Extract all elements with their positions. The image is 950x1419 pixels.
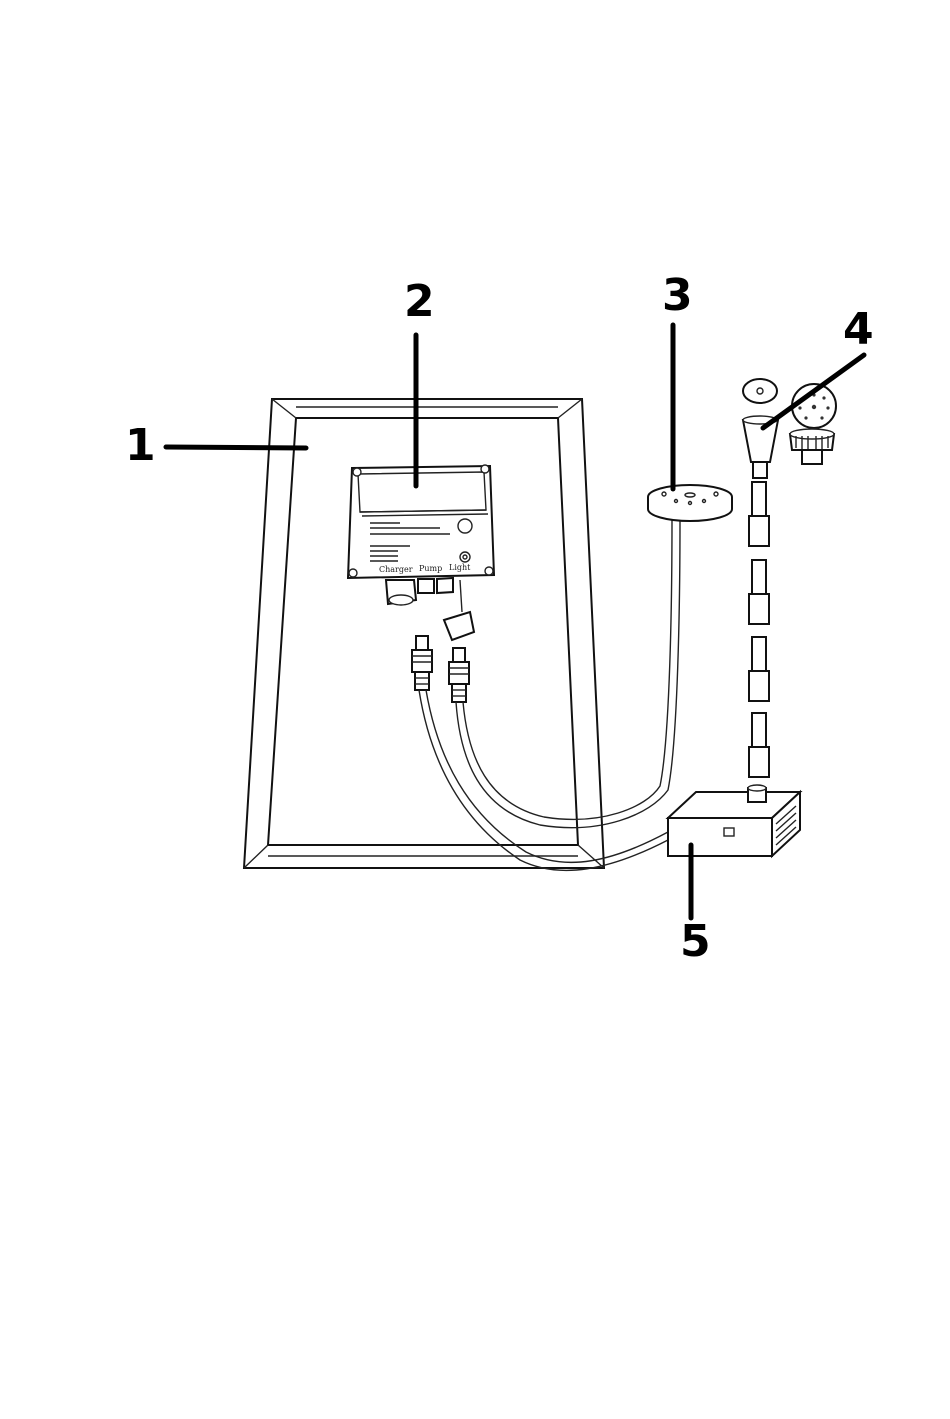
extension-tube — [749, 637, 769, 701]
extension-tubes — [749, 482, 769, 777]
callout-2: 2 — [404, 276, 435, 486]
extension-tube — [749, 482, 769, 546]
fountain-nozzles — [743, 379, 836, 478]
callout-1: 1 — [125, 420, 306, 471]
callout-number-1: 1 — [125, 420, 156, 471]
port-label-charger: Charger — [379, 565, 413, 574]
leader-line-1 — [166, 447, 306, 448]
callout-number-5: 5 — [680, 916, 711, 967]
connector-left — [412, 636, 432, 690]
port-label-light: Light — [449, 563, 471, 572]
port-label-pump: Pump — [419, 564, 442, 573]
callout-number-4: 4 — [843, 304, 874, 355]
extension-tube — [749, 713, 769, 777]
pump — [668, 785, 800, 856]
callout-5: 5 — [680, 845, 711, 967]
connector-right — [449, 648, 469, 702]
mounting-flange — [648, 485, 732, 521]
callout-number-2: 2 — [404, 276, 435, 327]
control-box: Charger Pump Light — [348, 465, 494, 640]
extension-tube — [749, 560, 769, 624]
callout-3: 3 — [662, 270, 693, 489]
callout-number-3: 3 — [662, 270, 693, 321]
